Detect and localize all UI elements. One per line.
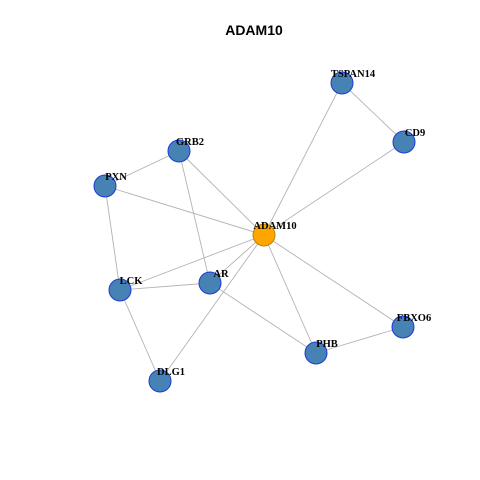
diagram-title: ADAM10 bbox=[225, 22, 283, 38]
node-label-ar: AR bbox=[213, 269, 229, 280]
node-label-adam10: ADAM10 bbox=[253, 221, 296, 232]
node-cd9 bbox=[392, 130, 416, 154]
edge-adam10-pxn bbox=[104, 185, 265, 236]
node-ar bbox=[198, 271, 222, 295]
node-fbxo6 bbox=[391, 315, 415, 339]
node-label-grb2: GRB2 bbox=[176, 137, 204, 148]
node-tspan14 bbox=[330, 71, 354, 95]
edge-tspan14-cd9 bbox=[341, 82, 405, 143]
edge-grb2-ar bbox=[178, 150, 211, 284]
node-label-tspan14: TSPAN14 bbox=[331, 69, 376, 80]
node-adam10 bbox=[252, 223, 276, 247]
node-label-cd9: CD9 bbox=[405, 128, 425, 139]
node-phb bbox=[304, 341, 328, 365]
edge-adam10-ar bbox=[209, 234, 265, 284]
node-grb2 bbox=[167, 139, 191, 163]
edge-phb-fbxo6 bbox=[315, 326, 404, 354]
node-layer bbox=[93, 71, 416, 393]
edge-grb2-pxn bbox=[104, 150, 180, 187]
node-pxn bbox=[93, 174, 117, 198]
edge-adam10-grb2 bbox=[178, 150, 265, 236]
edge-adam10-fbxo6 bbox=[263, 234, 404, 328]
edge-ar-phb bbox=[209, 282, 317, 354]
edge-adam10-dlg1 bbox=[159, 234, 265, 382]
node-label-dlg1: DLG1 bbox=[157, 367, 185, 378]
node-label-pxn: PXN bbox=[105, 172, 127, 183]
node-label-lck: LCK bbox=[120, 276, 144, 287]
node-label-fbxo6: FBXO6 bbox=[397, 313, 431, 324]
edge-lck-ar bbox=[119, 282, 211, 291]
node-dlg1 bbox=[148, 369, 172, 393]
edge-layer bbox=[104, 82, 405, 382]
edge-adam10-cd9 bbox=[263, 141, 405, 236]
edge-lck-dlg1 bbox=[119, 289, 161, 382]
edge-adam10-tspan14 bbox=[263, 82, 343, 236]
edge-adam10-lck bbox=[119, 234, 265, 291]
edge-adam10-phb bbox=[263, 234, 317, 354]
node-lck bbox=[108, 278, 132, 302]
node-label-phb: PHB bbox=[316, 339, 338, 350]
edge-pxn-lck bbox=[104, 185, 121, 291]
